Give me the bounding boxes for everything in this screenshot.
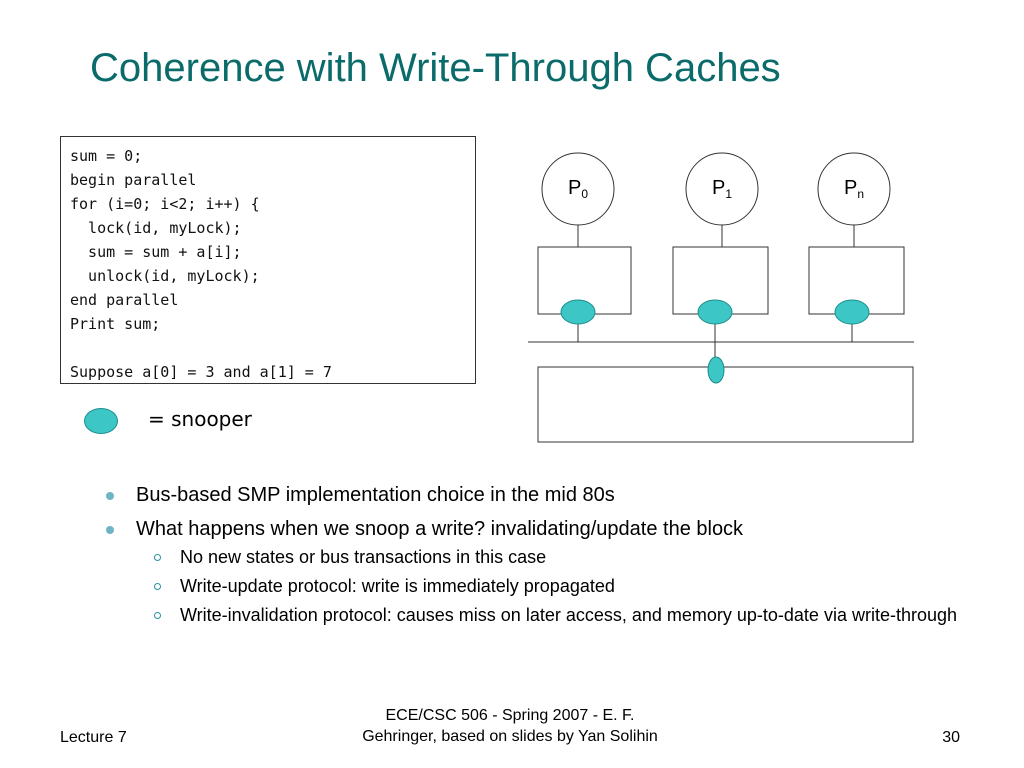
sub-bullet-text: No new states or bus transactions in thi… [180, 547, 547, 567]
bullet-ring-icon [154, 554, 161, 561]
code-line: begin parallel [70, 171, 197, 189]
footer-course: ECE/CSC 506 - Spring 2007 - E. F. Gehrin… [300, 705, 720, 747]
legend-label: = snooper [148, 407, 252, 431]
bullet-item: Bus-based SMP implementation choice in t… [102, 482, 1002, 508]
sub-bullet-text: Write-update protocol: write is immediat… [180, 576, 615, 596]
bullet-dot-icon [106, 492, 114, 500]
code-line: end parallel [70, 291, 179, 309]
processor-0-sub: 0 [581, 187, 589, 201]
smp-diagram-graphic [528, 152, 914, 443]
code-line: unlock(id, myLock); [70, 267, 260, 285]
snooper-0-icon [560, 299, 596, 325]
sub-bullet-item: Write-invalidation protocol: causes miss… [146, 604, 990, 627]
sub-bullet-item: No new states or bus transactions in thi… [146, 546, 990, 569]
code-line: sum = 0; [70, 147, 143, 165]
footer-course-line-1: ECE/CSC 506 - Spring 2007 - E. F. [385, 707, 635, 724]
bullet-text: What happens when we snoop a write? inva… [136, 518, 744, 540]
sub-bullet-text: Write-invalidation protocol: causes miss… [180, 605, 958, 625]
slide-title: Coherence with Write-Through Caches [90, 46, 781, 90]
code-line: for (i=0; i<2; i++) { [70, 195, 260, 213]
smp-diagram: P0 P1 Pn [528, 152, 918, 452]
footer-lecture: Lecture 7 [60, 729, 127, 746]
bullet-text: Bus-based SMP implementation choice in t… [136, 484, 615, 506]
code-line: Suppose a[0] = 3 and a[1] = 7 [70, 363, 332, 381]
snooper-n-icon [834, 299, 870, 325]
code-box: sum = 0; begin parallel for (i=0; i<2; i… [60, 136, 476, 384]
sub-bullet-item: Write-update protocol: write is immediat… [146, 575, 990, 598]
snooper-1-icon [697, 299, 733, 325]
code-line [70, 336, 466, 360]
memory-snooper-icon [707, 356, 725, 384]
bullet-item: What happens when we snoop a write? inva… [102, 516, 1002, 542]
code-line: Print sum; [70, 315, 161, 333]
processor-0-base: P [567, 177, 582, 199]
footer-course-line-2: Gehringer, based on slides by Yan Solihi… [362, 728, 658, 745]
code-line: lock(id, myLock); [70, 219, 242, 237]
bullet-ring-icon [154, 583, 161, 590]
bullet-list: Bus-based SMP implementation choice in t… [102, 482, 1002, 633]
processor-n-base: P [843, 177, 858, 199]
bullet-dot-icon [106, 526, 114, 534]
processor-1-sub: 1 [725, 187, 733, 201]
code-line: sum = sum + a[i]; [70, 243, 242, 261]
footer-page-number: 30 [942, 729, 960, 746]
processor-1-base: P [711, 177, 726, 199]
processor-n-sub: n [857, 187, 865, 201]
processor-n-label: Pn [834, 176, 874, 200]
processor-1-label: P1 [702, 176, 742, 200]
snooper-oval-icon [84, 408, 118, 434]
processor-0-label: P0 [558, 176, 598, 200]
memory-box [537, 366, 914, 443]
bullet-ring-icon [154, 612, 161, 619]
